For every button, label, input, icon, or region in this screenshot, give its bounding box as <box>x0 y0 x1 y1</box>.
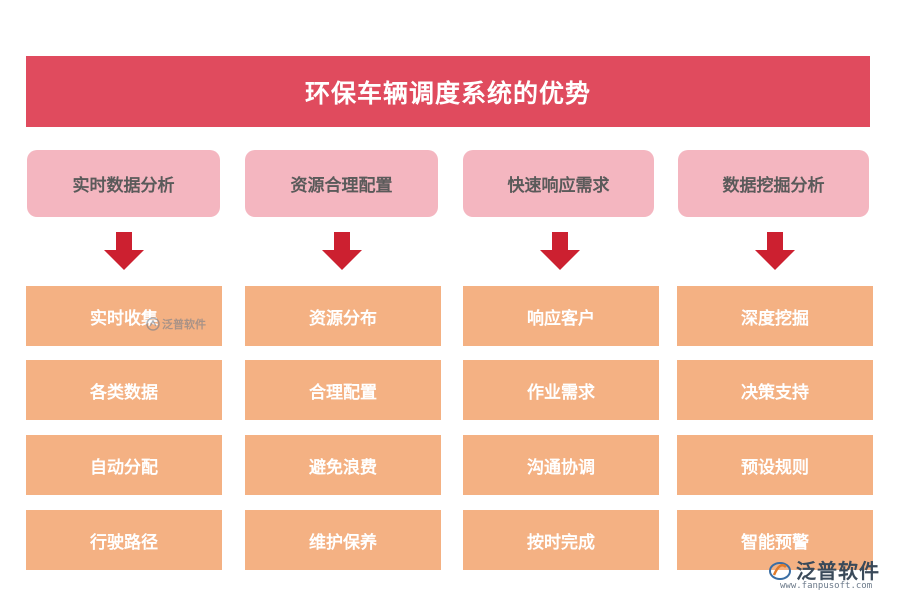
item-box: 避免浪费 <box>245 435 441 495</box>
item-box: 作业需求 <box>463 360 659 420</box>
brand-logo-icon <box>769 561 791 580</box>
item-box: 自动分配 <box>26 435 222 495</box>
down-arrow-icon <box>755 232 795 270</box>
item-label: 决策支持 <box>741 382 809 403</box>
column-header-label: 资源合理配置 <box>290 176 393 196</box>
item-box: 智能预警 <box>677 510 873 570</box>
item-box: 行驶路径 <box>26 510 222 570</box>
down-arrow-icon <box>540 232 580 270</box>
item-box: 维护保养 <box>245 510 441 570</box>
item-label: 响应客户 <box>527 308 595 329</box>
item-label: 各类数据 <box>90 382 158 403</box>
item-box: 按时完成 <box>463 510 659 570</box>
item-box: 预设规则 <box>677 435 873 495</box>
column-header-label: 实时数据分析 <box>72 176 175 196</box>
column-header-3: 快速响应需求 <box>463 150 654 217</box>
item-label: 深度挖掘 <box>741 308 809 329</box>
diagram-title-text: 环保车辆调度系统的优势 <box>304 78 591 108</box>
diagram-title: 环保车辆调度系统的优势 <box>26 56 870 127</box>
down-arrow-icon <box>104 232 144 270</box>
watermark-logo-text: 泛普软件 <box>796 559 880 583</box>
watermark-small: 泛普软件 <box>146 316 206 332</box>
item-box: 实时收集 <box>26 286 222 346</box>
column-header-1: 实时数据分析 <box>27 150 220 217</box>
column-header-2: 资源合理配置 <box>245 150 438 217</box>
column-header-4: 数据挖掘分析 <box>678 150 869 217</box>
item-label: 按时完成 <box>527 532 595 553</box>
item-box: 深度挖掘 <box>677 286 873 346</box>
watermark-logo-icon <box>146 317 160 331</box>
item-label: 合理配置 <box>309 382 377 403</box>
item-label: 智能预警 <box>741 532 809 553</box>
column-header-label: 快速响应需求 <box>507 176 610 196</box>
item-label: 预设规则 <box>741 457 809 478</box>
watermark-url: www.fanpusoft.com <box>780 581 873 591</box>
item-box: 各类数据 <box>26 360 222 420</box>
item-label: 作业需求 <box>527 382 595 403</box>
watermark-small-text: 泛普软件 <box>162 318 206 331</box>
item-label: 资源分布 <box>309 308 377 329</box>
watermark-logo: 泛普软件 <box>768 555 880 584</box>
item-label: 行驶路径 <box>90 532 158 553</box>
item-box: 响应客户 <box>463 286 659 346</box>
item-box: 资源分布 <box>245 286 441 346</box>
item-label: 维护保养 <box>309 532 377 553</box>
item-label: 沟通协调 <box>527 457 595 478</box>
item-label: 避免浪费 <box>309 457 377 478</box>
item-label: 自动分配 <box>90 457 158 478</box>
down-arrow-icon <box>322 232 362 270</box>
item-box: 合理配置 <box>245 360 441 420</box>
column-header-label: 数据挖掘分析 <box>722 176 825 196</box>
item-box: 决策支持 <box>677 360 873 420</box>
item-label: 实时收集 <box>90 308 158 329</box>
item-box: 沟通协调 <box>463 435 659 495</box>
